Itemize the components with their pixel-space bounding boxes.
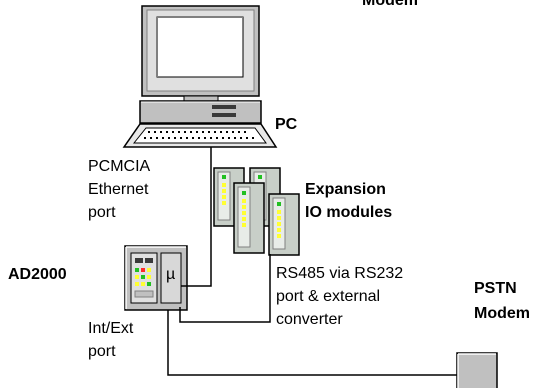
modem-box-icon: [456, 352, 498, 388]
pc-ethernet-link: [181, 147, 212, 287]
pstn-label-line-2: Modem: [474, 305, 530, 322]
modem-link: [167, 310, 457, 376]
device-glyph: µ: [166, 266, 176, 283]
modem-top-label: Modem: [362, 0, 418, 9]
pcmcia-label-line-2: Ethernet: [88, 181, 149, 198]
intext-label-line-2: port: [88, 343, 116, 360]
rs485-link: [179, 254, 271, 323]
io-module-stack-icon: [213, 167, 300, 256]
pstn-label-line-1: PSTN: [474, 280, 517, 297]
pcmcia-label-line-3: port: [88, 204, 116, 221]
pc-computer-icon: [122, 5, 278, 148]
rs485-label-line-3: converter: [276, 311, 343, 328]
ad2000-label: AD2000: [8, 266, 67, 283]
controller-unit-icon: [124, 245, 188, 311]
pcmcia-label-line-1: PCMCIA: [88, 158, 151, 175]
expansion-label-line-2: IO modules: [305, 204, 393, 221]
expansion-label-line-1: Expansion: [305, 181, 386, 198]
rs485-label-line-1: RS485 via RS232: [276, 265, 404, 282]
pc-label: PC: [275, 116, 298, 133]
rs485-label-line-2: port & external: [276, 288, 381, 305]
connection-lines: [167, 147, 457, 376]
intext-label-line-1: Int/Ext: [88, 320, 134, 337]
